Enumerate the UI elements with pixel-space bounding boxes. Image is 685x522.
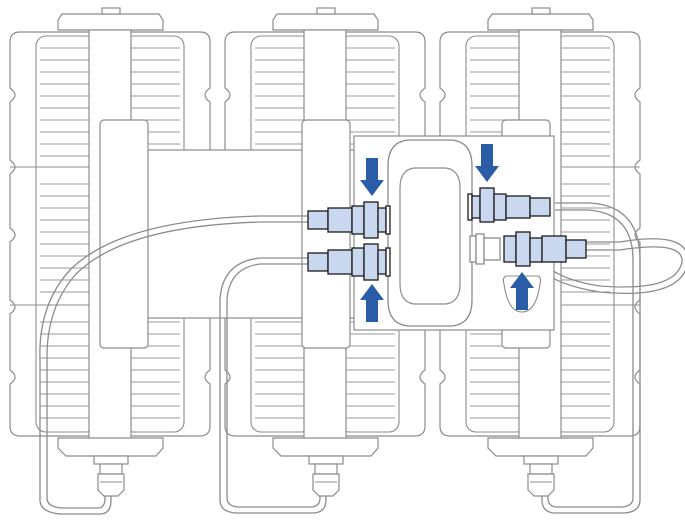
fitting-right-top bbox=[467, 187, 551, 223]
flow-arrows bbox=[360, 144, 534, 322]
fitting-left-bottom bbox=[307, 243, 391, 281]
arrow-in-bottom-right bbox=[510, 272, 534, 310]
arrow-in-bottom-left bbox=[360, 284, 384, 322]
hoses bbox=[39, 202, 685, 515]
hose-fittings bbox=[307, 187, 587, 281]
arrow-in-top-right bbox=[475, 144, 499, 182]
arrow-in-top-left bbox=[360, 158, 384, 196]
fitting-left-top bbox=[307, 201, 391, 239]
fitting-right-bottom bbox=[469, 231, 587, 267]
